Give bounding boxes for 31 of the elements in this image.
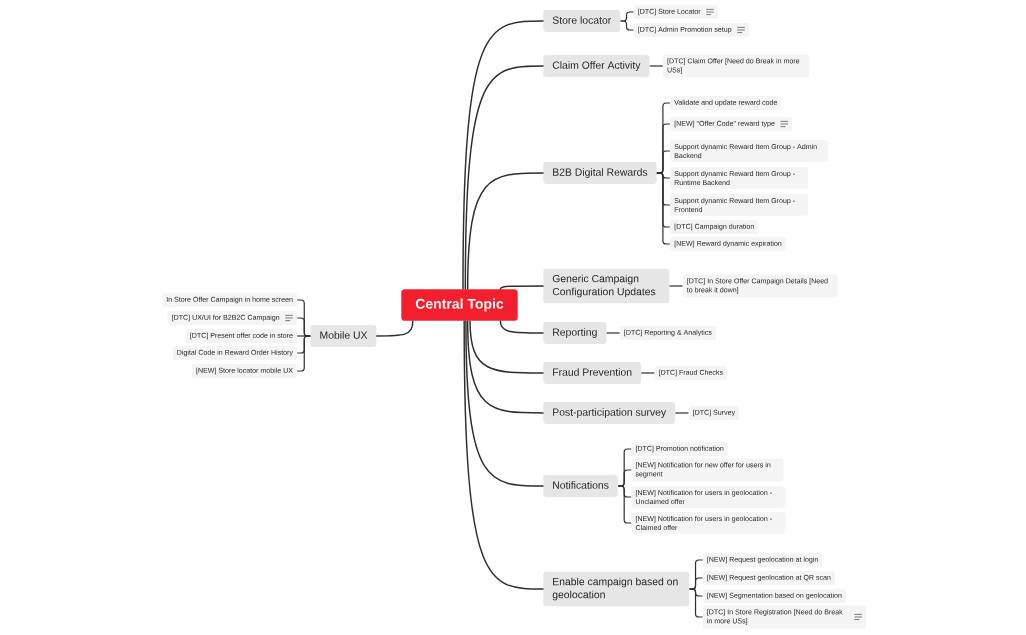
connector-line bbox=[296, 335, 311, 372]
topic-box: Enable campaign based on geolocation bbox=[543, 571, 690, 607]
topic-box: Claim Offer Activity bbox=[543, 55, 650, 77]
connector-line bbox=[674, 412, 689, 414]
central-topic-box: Central Topic bbox=[401, 289, 518, 321]
branch-line bbox=[463, 320, 544, 590]
topic-box: Mobile UX bbox=[310, 325, 377, 347]
branch-line bbox=[466, 320, 544, 414]
connector-line bbox=[617, 485, 632, 524]
topic-box: Post-participation survey bbox=[543, 402, 676, 424]
topic-box: Store locator bbox=[543, 10, 621, 32]
connector-line bbox=[656, 172, 671, 245]
connector-line bbox=[619, 20, 635, 31]
topic-box: B2B Digital Rewards bbox=[543, 162, 657, 184]
topic-box: Fraud Prevention bbox=[543, 362, 642, 384]
branch-line bbox=[466, 172, 544, 290]
branch-line bbox=[462, 20, 544, 290]
connector-line bbox=[649, 65, 664, 67]
branch-line bbox=[465, 320, 544, 487]
topic-box: Generic Campaign Configuration Updates bbox=[543, 268, 670, 304]
topic-box: Reporting bbox=[543, 322, 607, 344]
branch-line bbox=[469, 320, 544, 374]
branch-line bbox=[499, 320, 544, 334]
branch-line bbox=[464, 65, 544, 290]
connector-line bbox=[640, 372, 655, 374]
connector-line bbox=[606, 332, 621, 334]
topic-box: Notifications bbox=[543, 475, 618, 497]
connector-line bbox=[668, 285, 684, 287]
branch-line bbox=[376, 320, 414, 337]
connector-line bbox=[688, 588, 704, 618]
branch-line bbox=[499, 285, 544, 290]
